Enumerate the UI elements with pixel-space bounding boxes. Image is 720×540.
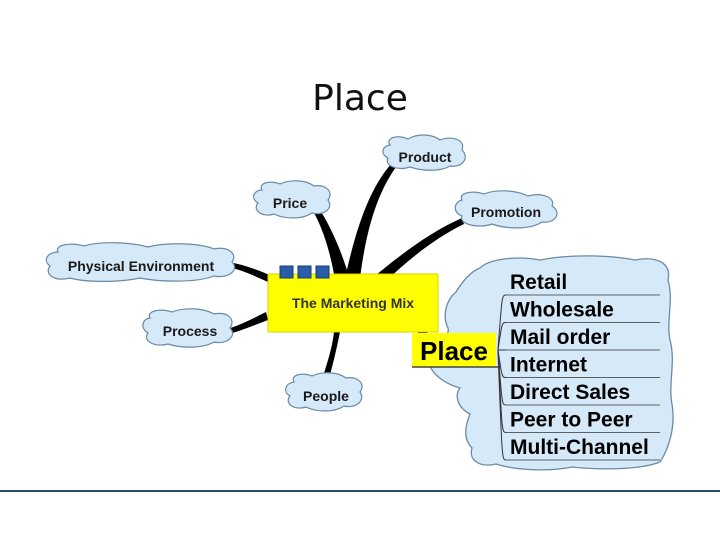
slide-title: Place bbox=[312, 78, 408, 119]
place-label: Place bbox=[420, 336, 488, 366]
label-price: Price bbox=[273, 195, 307, 211]
place-item-label: Peer to Peer bbox=[510, 409, 633, 432]
connector-promotion bbox=[370, 218, 464, 282]
cloud-process bbox=[142, 308, 234, 348]
central-topic-icon-3 bbox=[315, 265, 330, 279]
place-item-label: Direct Sales bbox=[510, 381, 630, 404]
place-item-label: Wholesale bbox=[510, 299, 614, 322]
bottom-rule bbox=[0, 490, 720, 492]
node-price: Price bbox=[253, 180, 331, 219]
cloud-physical-environment bbox=[45, 242, 236, 282]
node-process: Process bbox=[142, 308, 234, 348]
node-physical-environment: Physical Environment bbox=[45, 242, 236, 282]
central-topic-box bbox=[267, 273, 439, 333]
place-label-box bbox=[412, 333, 496, 367]
place-item: Peer to Peer bbox=[497, 349, 660, 433]
label-people: People bbox=[303, 388, 349, 404]
place-item: Multi-Channel bbox=[497, 349, 660, 461]
cloud-price bbox=[253, 180, 331, 219]
connector-price bbox=[310, 204, 350, 280]
connector-product bbox=[345, 163, 396, 278]
place-item: Direct Sales bbox=[497, 349, 660, 406]
place-item-label: Retail bbox=[510, 271, 567, 294]
central-topic-label: The Marketing Mix bbox=[292, 295, 414, 311]
node-promotion: Promotion bbox=[454, 190, 558, 229]
central-topic: The Marketing Mix bbox=[267, 265, 439, 333]
connector-physical-environment bbox=[228, 262, 272, 282]
place-item-connector bbox=[497, 322, 507, 351]
place-item-label: Multi-Channel bbox=[510, 436, 649, 459]
cloud-people bbox=[285, 372, 363, 412]
place-item: Retail bbox=[497, 271, 660, 351]
label-product: Product bbox=[399, 149, 452, 165]
place-item-label: Internet bbox=[510, 354, 587, 377]
place-node: Place bbox=[412, 333, 500, 368]
label-promotion: Promotion bbox=[471, 204, 541, 220]
node-product: Product bbox=[382, 134, 466, 171]
place-item: Mail order bbox=[498, 326, 660, 351]
node-people: People bbox=[285, 372, 363, 412]
central-topic-icon-2 bbox=[297, 265, 312, 279]
central-topic-icon-1 bbox=[279, 265, 294, 279]
cloud-promotion bbox=[454, 190, 558, 229]
place-item-label: Mail order bbox=[510, 326, 610, 349]
connector-people bbox=[322, 332, 340, 382]
place-item-connector bbox=[497, 349, 507, 461]
branch-connectors bbox=[221, 163, 464, 382]
label-physical-environment: Physical Environment bbox=[68, 258, 215, 274]
cloud-product bbox=[382, 134, 466, 171]
place-item: Wholesale bbox=[497, 299, 660, 351]
label-process: Process bbox=[163, 323, 218, 339]
place-item-connector bbox=[497, 294, 507, 351]
connector-process bbox=[221, 312, 268, 336]
